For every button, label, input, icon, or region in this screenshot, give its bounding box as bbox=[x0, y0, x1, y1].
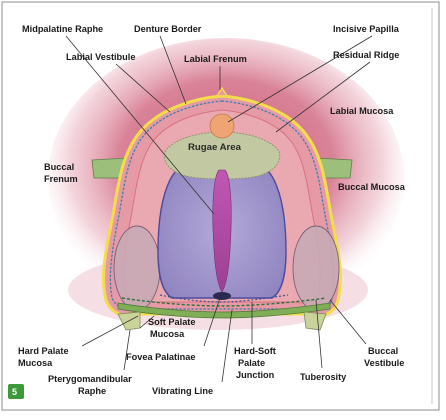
rugae-area bbox=[163, 131, 281, 180]
label-tuberosity: Tuberosity bbox=[300, 372, 347, 382]
label-fovea-palatinae: Fovea Palatinae bbox=[126, 352, 195, 362]
labial-frenum bbox=[215, 86, 229, 97]
label-vibrating-line: Vibrating Line bbox=[152, 386, 213, 396]
leader-residual-ridge bbox=[275, 61, 371, 133]
leader-tuberosity bbox=[315, 299, 323, 369]
label-pterygomandibular-2: Raphe bbox=[78, 386, 106, 396]
label-labial-mucosa: Labial Mucosa bbox=[330, 106, 394, 116]
leader-vibrating-line bbox=[221, 309, 233, 383]
leader-soft-palate-mucosa bbox=[139, 315, 155, 329]
label-hard-soft-2: Palate bbox=[238, 358, 265, 368]
leader-incisive-papilla bbox=[227, 35, 373, 123]
label-labial-vestibule: Labial Vestibule bbox=[66, 52, 135, 62]
hard-soft-junction-mark bbox=[159, 294, 289, 303]
leader-denture-border bbox=[159, 35, 187, 105]
soft-palate-band bbox=[117, 302, 331, 319]
label-buccal-frenum-1: Buccal bbox=[44, 162, 74, 172]
label-buccal-frenum-2: Frenum bbox=[44, 174, 78, 184]
label-incisive-papilla: Incisive Papilla bbox=[333, 24, 400, 34]
label-rugae-area: Rugae Area bbox=[188, 142, 242, 153]
fovea-palatinae bbox=[213, 292, 231, 300]
label-pterygomandibular-1: Pterygomandibular bbox=[48, 374, 132, 384]
tuberosity-right bbox=[292, 225, 340, 311]
label-denture-border: Denture Border bbox=[134, 24, 202, 34]
midpalatine-raphe bbox=[212, 169, 232, 293]
tuberosity-left bbox=[113, 225, 161, 311]
leader-labial-vestibule bbox=[115, 63, 171, 113]
label-hard-soft-1: Hard-Soft bbox=[234, 346, 276, 356]
label-hard-palate-1: Hard Palate bbox=[18, 346, 69, 356]
leader-hard-palate-mucosa bbox=[81, 315, 139, 347]
leader-pterygomandibular-raphe bbox=[123, 329, 131, 371]
label-hard-palate-2: Mucosa bbox=[18, 358, 53, 368]
figure-number: 5 bbox=[12, 387, 17, 397]
label-midpalatine-raphe: Midpalatine Raphe bbox=[22, 24, 103, 34]
label-buccal-mucosa: Buccal Mucosa bbox=[338, 182, 406, 192]
figure-number-badge bbox=[8, 384, 24, 399]
label-labial-frenum: Labial Frenum bbox=[184, 54, 247, 64]
label-buccal-vestibule-1: Buccal bbox=[368, 346, 398, 356]
leader-midpalatine-raphe bbox=[65, 35, 215, 215]
label-soft-palate-1: Soft Palate bbox=[148, 317, 195, 327]
label-hard-soft-3: Junction bbox=[236, 370, 275, 380]
incisive-papilla bbox=[209, 113, 235, 139]
vestibule-line bbox=[109, 100, 335, 311]
pterygomandibular-raphe-right bbox=[303, 311, 327, 331]
vibrating-line-mark bbox=[121, 297, 327, 307]
leader-lines bbox=[65, 35, 373, 383]
label-buccal-vestibule-2: Vestibule bbox=[364, 358, 404, 368]
label-residual-ridge: Residual Ridge bbox=[333, 50, 399, 60]
leader-fovea-palatinae bbox=[203, 297, 221, 347]
leader-buccal-vestibule bbox=[329, 299, 367, 345]
label-soft-palate-2: Mucosa bbox=[150, 329, 185, 339]
